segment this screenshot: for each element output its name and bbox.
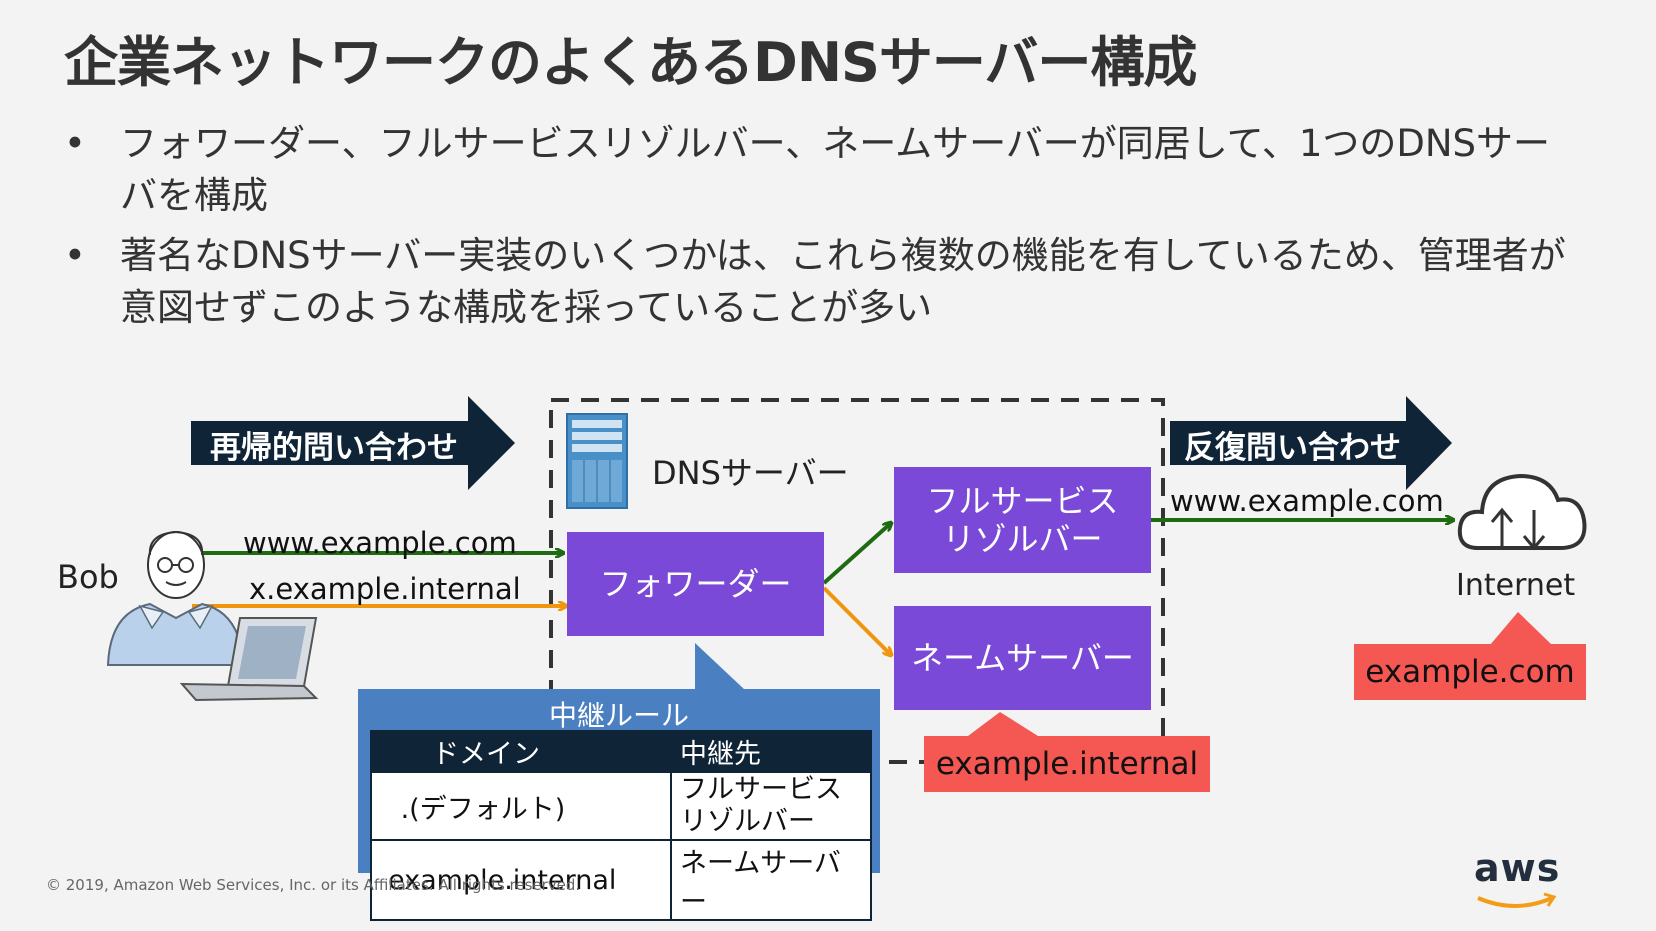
row-domain: .(デフォルト) [370,771,672,841]
internet-zone-pointer [1490,612,1552,645]
name-server-box: ネームサーバー [894,606,1151,710]
recursive-query-arrow [191,396,515,490]
server-rack-icon [566,413,628,509]
bullet-marker: • [64,122,86,165]
bullet-item: • フォワーダー、フルサービスリゾルバー、ネームサーバーが同居して、1つのDNS… [60,118,1580,222]
bullet-item: • 著名なDNSサーバー実装のいくつかは、これら複数の機能を有しているため、管理… [60,230,1580,334]
full-resolver-label-line2: リゾルバー [942,520,1103,558]
internal-zone-label: example.internal [935,746,1199,782]
row-destination: フルサービス リゾルバー [670,771,872,841]
iterative-query-domain: www.example.com [1170,484,1444,518]
internal-query-label: x.example.internal [249,572,521,606]
iterative-query-arrow [1170,396,1452,490]
copyright-text: © 2019, Amazon Web Services, Inc. or its… [46,876,581,894]
internet-zone-badge: example.com [1354,644,1586,700]
forwarder-box: フォワーダー [567,532,824,636]
user-icon [106,530,246,666]
bullet-list: • フォワーダー、フルサービスリゾルバー、ネームサーバーが同居して、1つのDNS… [60,118,1580,342]
full-resolver-box: フルサービス リゾルバー [894,467,1151,573]
internet-label: Internet [1456,568,1576,603]
internal-zone-pointer [968,712,1038,736]
internet-zone-label: example.com [1365,654,1575,690]
bullet-text: フォワーダー、フルサービスリゾルバー、ネームサーバーが同居して、1つのDNSサー… [120,122,1551,217]
header-domain: ドメイン [370,730,672,773]
aws-logo: aws [1474,846,1561,890]
user-label: Bob [57,558,119,596]
relay-rules-title: 中継ルール [548,699,689,732]
slide-title: 企業ネットワークのよくあるDNSサーバー構成 [64,31,1197,94]
internal-zone-badge: example.internal [924,736,1210,792]
cloud-icon [1457,473,1587,551]
dns-server-label: DNSサーバー [652,454,849,492]
relay-rules-pointer [695,643,745,690]
forward-to-resolver-arrow [822,523,891,585]
bullet-marker: • [64,234,86,277]
row-destination: ネームサーバー [670,839,872,921]
relay-rules-table: ドメイン 中継先 .(デフォルト) フルサービス リゾルバー example.i… [370,730,872,921]
full-resolver-label-line1: フルサービス [926,482,1119,520]
forwarder-label: フォワーダー [599,565,792,603]
dns-server-boundary [549,398,1165,764]
table-row: example.internal ネームサーバー [370,839,872,921]
iterative-query-label: 反復問い合わせ [1184,430,1401,466]
table-row: .(デフォルト) フルサービス リゾルバー [370,771,872,841]
relay-rules-header: ドメイン 中継先 [370,730,872,773]
www-query-label: www.example.com [243,526,517,560]
recursive-query-label: 再帰的問い合わせ [210,430,458,466]
bullet-text: 著名なDNSサーバー実装のいくつかは、これら複数の機能を有しているため、管理者が… [120,234,1566,329]
row-domain: example.internal [370,839,672,921]
aws-smile-icon [1477,896,1553,908]
name-server-label: ネームサーバー [911,639,1134,677]
laptop-icon [179,617,319,702]
header-destination: 中継先 [670,730,872,773]
forward-to-nameserver-arrow [822,586,891,655]
